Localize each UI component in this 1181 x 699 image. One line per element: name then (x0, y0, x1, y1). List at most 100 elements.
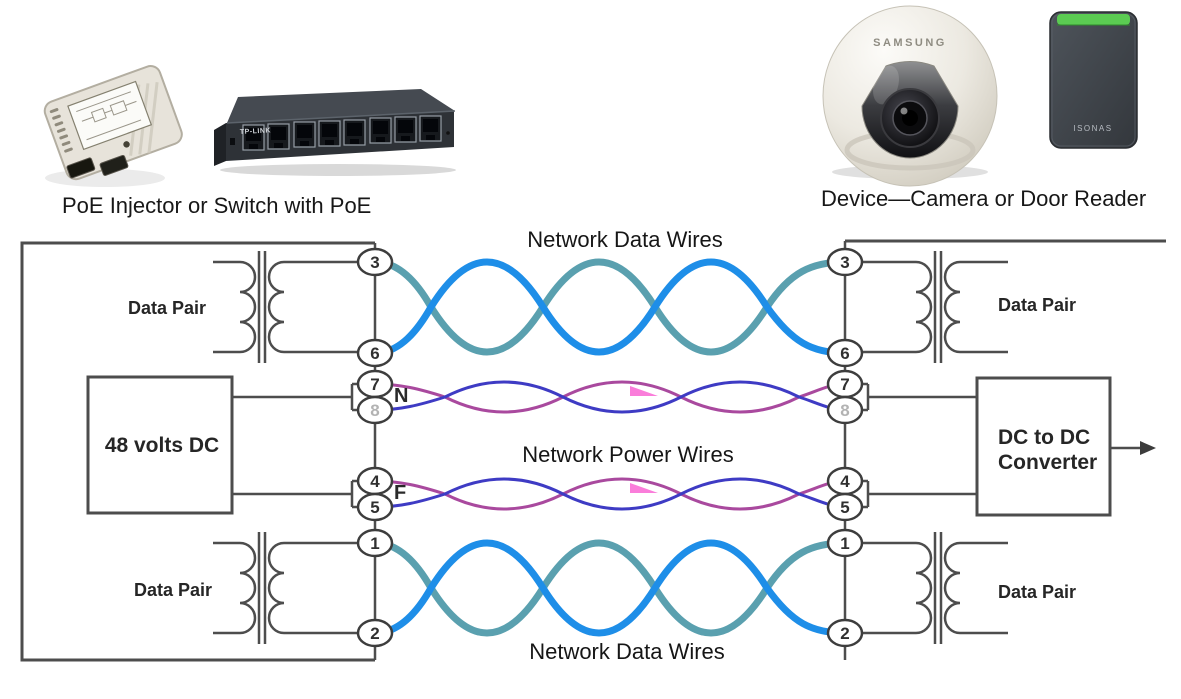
converter-label-line1: DC to DC (998, 426, 1090, 449)
power-wire-violet-bottom (374, 477, 846, 511)
twisted-pairs (371, 258, 849, 637)
injector-port-1 (66, 157, 96, 179)
svg-text:6: 6 (370, 344, 379, 363)
source-feed-top (232, 382, 358, 412)
pin-left-3: 3 (356, 247, 394, 277)
switch-top-face (227, 89, 455, 123)
data-wire-teal-bottom (371, 539, 849, 637)
data-pair-label-left-top: Data Pair (128, 298, 206, 318)
transformer-left-top (213, 251, 358, 363)
camera-brand-label: SAMSUNG (873, 37, 947, 49)
pin-left-2: 2 (356, 618, 394, 648)
svg-text:2: 2 (370, 624, 379, 643)
data-wire-teal-top (371, 258, 849, 356)
pin-left-8: 8 (356, 395, 394, 425)
pin-left-5: 5 (356, 492, 394, 522)
camera-lens-glint (900, 107, 908, 115)
source-box-label: 48 volts DC (105, 434, 219, 457)
converter-feed-bottom (862, 479, 977, 509)
injector-label (67, 80, 153, 151)
left-equipment-caption: PoE Injector or Switch with PoE (62, 193, 372, 218)
pin-right-2: 2 (826, 618, 864, 648)
data-pair-label-right-top: Data Pair (998, 295, 1076, 315)
reader-green-edge (1057, 24, 1130, 26)
camera-lens-pupil (902, 110, 918, 126)
pin-left-4: 4 (356, 466, 394, 496)
switch-led (446, 131, 450, 135)
converter-output-arrow-icon (1140, 441, 1156, 455)
power-wire-highlight-top (630, 386, 658, 396)
pin-left-1: 1 (356, 528, 394, 558)
transformer-right-bottom (862, 532, 1008, 644)
svg-text:7: 7 (840, 375, 849, 394)
pin-right-7: 7 (826, 369, 864, 399)
svg-text:6: 6 (840, 344, 849, 363)
right-pins: 3 6 7 8 4 5 1 2 (826, 247, 864, 648)
pin-right-8: 8 (826, 395, 864, 425)
data-pair-label-right-bottom: Data Pair (998, 582, 1076, 602)
data-pair-label-left-bottom: Data Pair (134, 580, 212, 600)
svg-text:4: 4 (370, 472, 380, 491)
left-pins: 3 6 7 8 4 5 1 2 (356, 247, 394, 648)
pin-right-6: 6 (826, 338, 864, 368)
rj45-port (242, 124, 265, 151)
svg-text:5: 5 (370, 498, 379, 517)
svg-text:4: 4 (840, 472, 850, 491)
rj45-port (267, 123, 290, 150)
poe-injector-photo (43, 65, 183, 187)
injector-led (123, 141, 130, 148)
reader-brand-label: ISONAS (1073, 124, 1112, 133)
data-wire-blue-top (371, 258, 849, 357)
svg-text:5: 5 (840, 498, 849, 517)
pin-left-7: 7 (356, 369, 394, 399)
power-section (86, 375, 1140, 517)
right-equipment-caption: Device—Camera or Door Reader (821, 186, 1147, 211)
data-wire-blue-bottom (371, 539, 849, 637)
left-device-outline (20, 241, 375, 662)
switch-reset-hole (230, 138, 235, 145)
power-wire-violet-top (374, 380, 846, 414)
svg-text:3: 3 (370, 253, 379, 272)
stray-letter-top: N (394, 385, 408, 407)
svg-text:3: 3 (840, 253, 849, 272)
reader-green-strip (1057, 14, 1130, 25)
stray-letter-bottom: F (394, 482, 406, 504)
svg-text:2: 2 (840, 624, 849, 643)
pin-right-1: 1 (826, 528, 864, 558)
converter-box (975, 376, 1112, 517)
rj45-port (318, 120, 341, 147)
rj45-port (293, 121, 316, 148)
injector-port-2 (99, 154, 129, 176)
svg-text:1: 1 (370, 534, 379, 553)
injector-label-print (76, 91, 142, 141)
rj45-port (343, 119, 366, 146)
svg-text:1: 1 (840, 534, 849, 553)
source-feed-bottom (232, 479, 358, 509)
device-outlines (20, 239, 1166, 662)
bottom-wires-label: Network Data Wires (529, 639, 725, 664)
switch-edge-highlight (226, 110, 456, 124)
transformer-right-top (862, 251, 1008, 363)
rj45-port (394, 116, 417, 143)
reader-body (1049, 11, 1138, 149)
door-reader-photo: ISONAS (1049, 11, 1138, 149)
switch-shadow (220, 164, 456, 176)
switch-side-face (214, 123, 226, 166)
poe-switch-photo: TP-LINK (214, 89, 456, 176)
pin-left-6: 6 (356, 338, 394, 368)
converter-label-line2: Converter (998, 451, 1097, 474)
middle-wires-label: Network Power Wires (522, 442, 733, 467)
pin-right-5: 5 (826, 492, 864, 522)
rj45-port (419, 115, 442, 142)
pin-right-4: 4 (826, 466, 864, 496)
converter-feed-top (862, 382, 977, 412)
pin-right-3: 3 (826, 247, 864, 277)
rj45-port (369, 117, 392, 144)
svg-text:8: 8 (370, 401, 379, 420)
svg-text:8: 8 (840, 401, 849, 420)
source-box (86, 375, 234, 515)
transformer-left-bottom (213, 532, 358, 644)
svg-text:7: 7 (370, 375, 379, 394)
